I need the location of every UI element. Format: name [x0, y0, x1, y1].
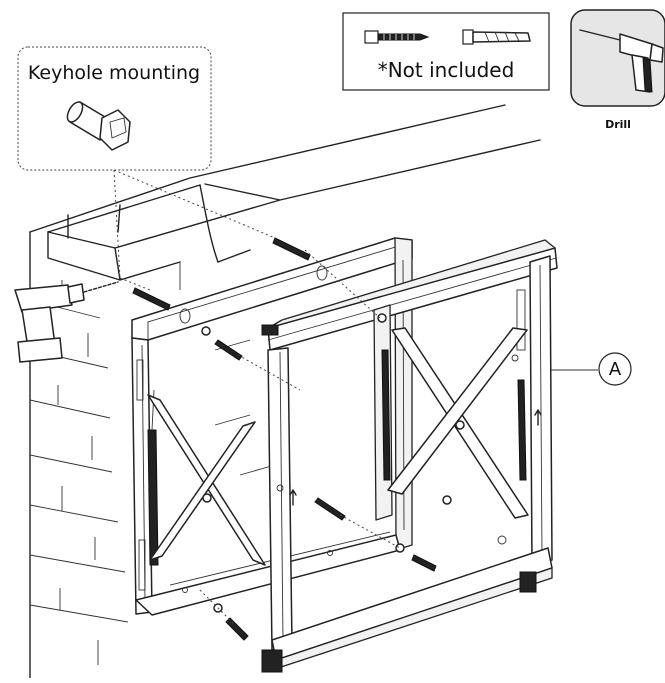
wall-anchor-icon	[462, 29, 531, 45]
hardware-box: *Not included	[342, 12, 550, 91]
keyhole-callout: Keyhole mounting	[17, 46, 276, 279]
drill-label: Drill	[605, 118, 631, 131]
keyhole-label: Keyhole mounting	[28, 62, 200, 84]
front-frame-a	[261, 239, 558, 673]
screws	[119, 237, 437, 641]
not-included-label: *Not included	[378, 58, 515, 82]
drill-box: Drill	[570, 9, 665, 131]
wall-plate	[131, 237, 413, 616]
part-a-label: A	[609, 359, 622, 380]
screw-icon	[364, 30, 430, 44]
hand-drill	[14, 281, 119, 363]
drill-icon	[579, 29, 664, 93]
callout-a: A	[550, 352, 632, 386]
